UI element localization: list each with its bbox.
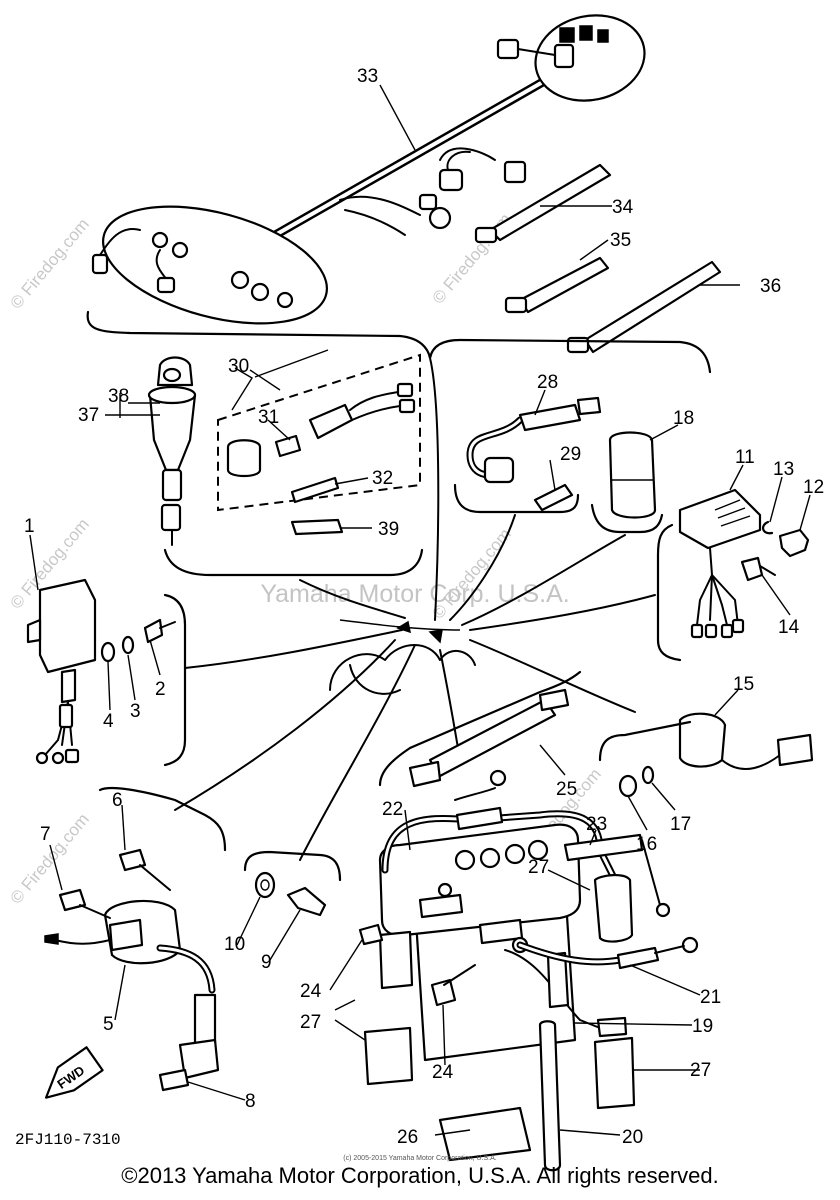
diagram-code: 2FJ110-7310 (15, 1131, 121, 1149)
forward-arrow: FWD (44, 1046, 104, 1099)
cdi-unit (26, 578, 176, 765)
callout-13: 13 (773, 459, 794, 480)
battery-bracket (378, 670, 582, 787)
main-switch-with-key (147, 356, 197, 546)
callout-10: 10 (224, 934, 245, 955)
callout-36: 36 (760, 276, 781, 297)
connector-cover (608, 431, 657, 519)
callout-22: 22 (382, 799, 403, 820)
callout-38: 38 (108, 386, 129, 407)
washer-bracket (243, 850, 342, 882)
callout-34: 34 (612, 197, 634, 218)
callout-28: 28 (537, 372, 558, 393)
fuse-holder-group (217, 349, 421, 536)
callout-5: 5 (103, 1014, 114, 1035)
callout-35: 35 (610, 230, 631, 251)
relay-bracket-right (598, 720, 692, 762)
callout-33: 33 (357, 66, 378, 87)
cover-bracket (590, 503, 664, 534)
callout-26: 26 (397, 1127, 418, 1148)
diagonal-watermark: © Firedog.com (7, 215, 93, 313)
rectifier-regulator (678, 488, 810, 639)
main-wire-harness (91, 14, 646, 325)
callout-16: 16 (636, 834, 657, 855)
callout-numbers: 33 34 35 36 37 38 30 31 32 39 28 29 18 1… (24, 66, 824, 1148)
callout-37: 37 (78, 405, 99, 426)
callout-24: 24 (300, 981, 322, 1002)
relay-bracket (453, 483, 580, 514)
callout-27: 27 (300, 1012, 321, 1033)
cable-tie-36 (566, 260, 722, 354)
callout-27: 27 (528, 857, 549, 878)
cable-tie-35 (504, 256, 610, 314)
callout-19: 19 (692, 1016, 713, 1037)
callout-4: 4 (103, 711, 114, 732)
callout-11: 11 (735, 447, 755, 468)
fine-print: (c) 2005-2015 Yamaha Motor Corporation, … (343, 1155, 496, 1162)
callout-3: 3 (130, 701, 141, 722)
callout-21: 21 (700, 987, 721, 1008)
callout-12: 12 (803, 477, 824, 498)
callout-17: 17 (670, 814, 691, 835)
callout-18: 18 (673, 408, 694, 429)
cdi-bracket (163, 593, 187, 767)
callout-27: 27 (690, 1060, 711, 1081)
leader-lines (174, 357, 656, 861)
fuse-bracket (163, 548, 424, 577)
callout-14: 14 (778, 617, 800, 638)
callout-20: 20 (622, 1127, 643, 1148)
callout-23: 23 (586, 814, 607, 835)
callout-2: 2 (155, 679, 166, 700)
callout-8: 8 (245, 1091, 256, 1112)
callout-31: 31 (258, 407, 279, 428)
callout-1: 1 (24, 516, 35, 537)
coil-bracket (98, 786, 227, 852)
callout-25: 25 (556, 779, 577, 800)
copyright-footer: ©2013 Yamaha Motor Corporation, U.S.A. A… (121, 1163, 719, 1188)
callout-6: 6 (112, 790, 123, 811)
callout-leaders (29, 84, 811, 1136)
frame-silhouette (329, 619, 476, 695)
callout-30: 30 (228, 356, 249, 377)
starter-relay (618, 712, 814, 798)
callout-7: 7 (40, 824, 51, 845)
battery-group (358, 688, 699, 1172)
washer-and-bolt (254, 871, 327, 917)
callout-32: 32 (372, 468, 393, 489)
rectifier-bracket (656, 523, 682, 662)
callout-39: 39 (378, 519, 399, 540)
cable-tie-34 (474, 163, 612, 244)
ignition-coil-group (44, 848, 220, 1092)
callout-24: 24 (432, 1062, 454, 1083)
callout-9: 9 (261, 952, 272, 973)
callout-15: 15 (733, 674, 754, 695)
callout-29: 29 (560, 444, 581, 465)
